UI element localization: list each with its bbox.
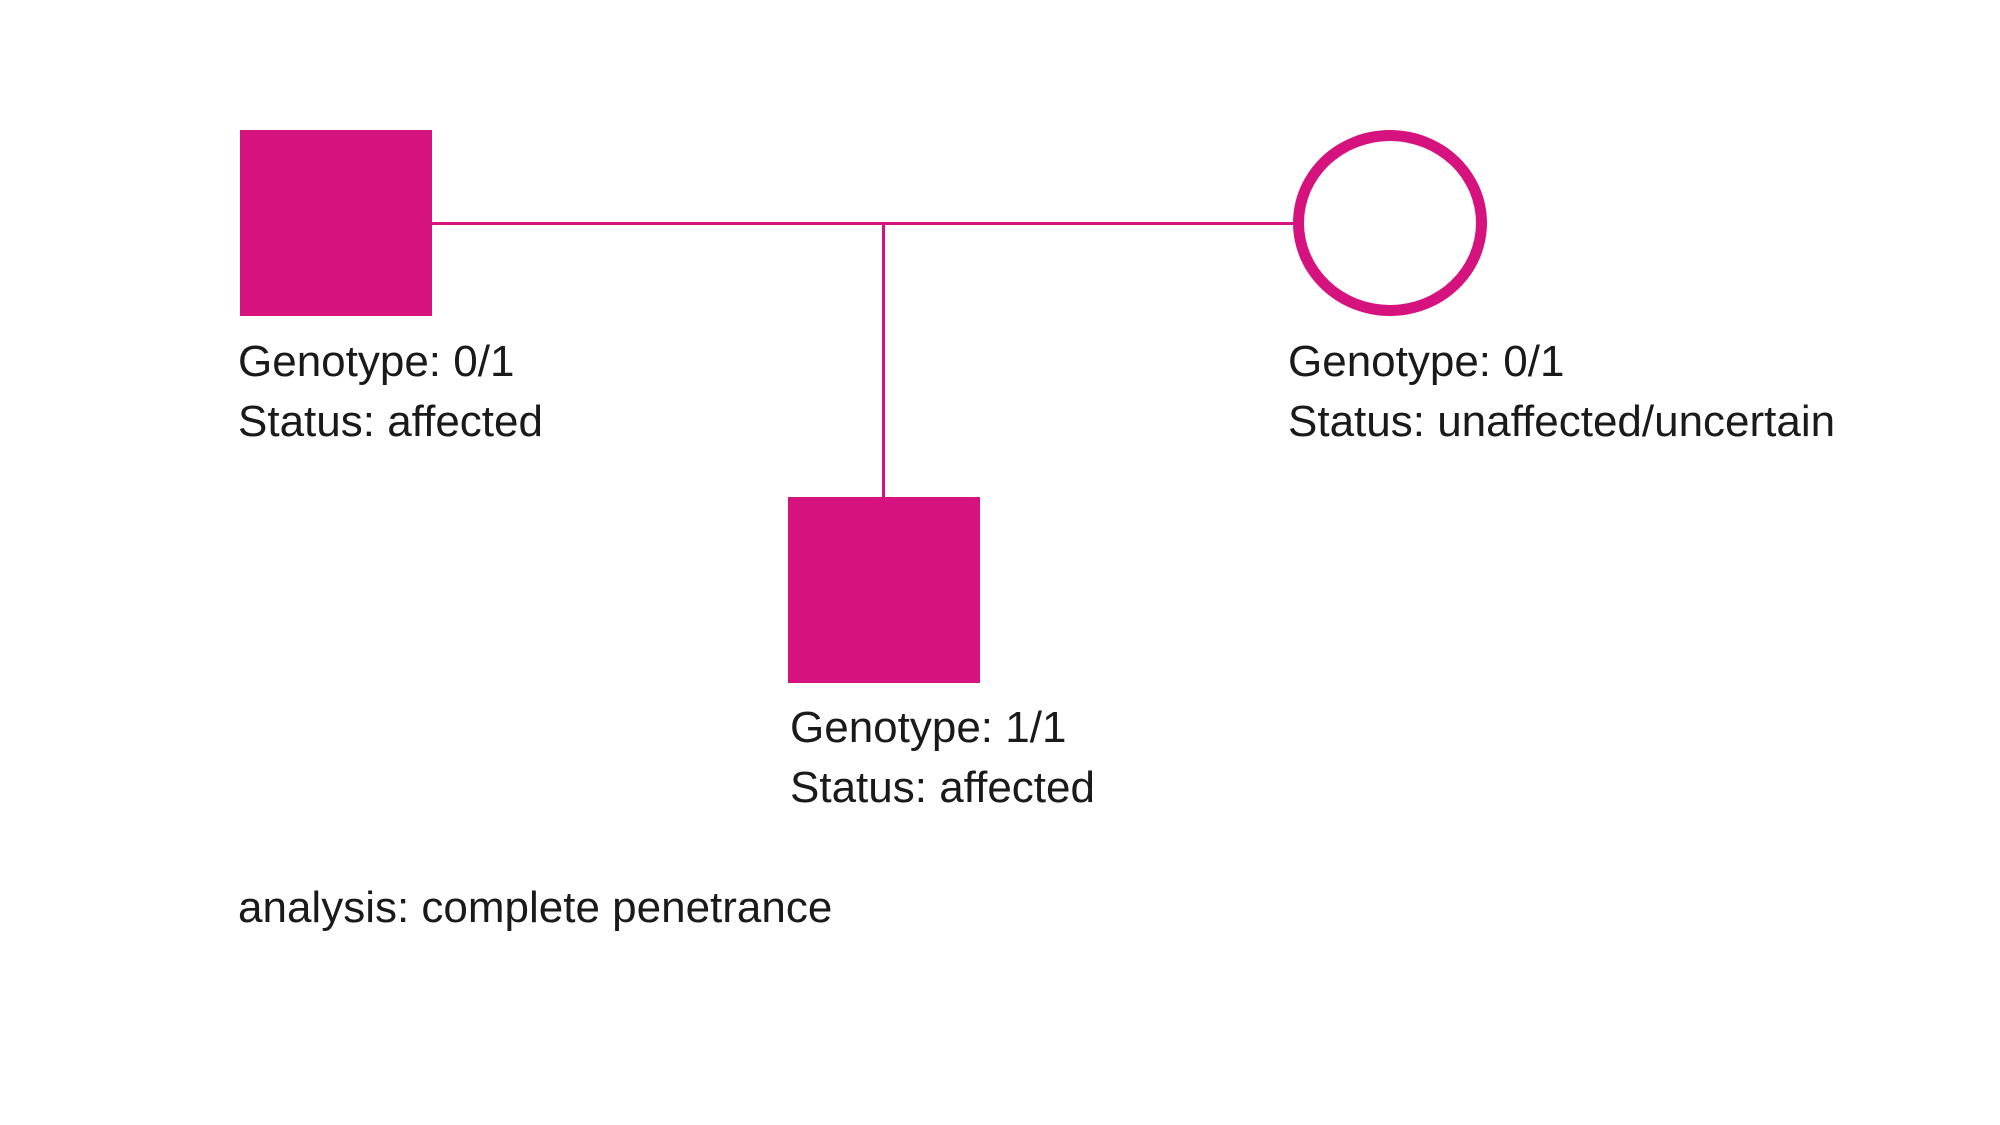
child-affected-square-icon bbox=[788, 497, 980, 683]
father-affected-square-icon bbox=[240, 130, 432, 316]
father-genotype-text: Genotype: 0/1 bbox=[238, 337, 515, 386]
child-status-text: Status: affected bbox=[790, 763, 1095, 812]
mother-status-text: Status: unaffected/uncertain bbox=[1288, 397, 1836, 446]
partnership-line bbox=[432, 222, 1293, 225]
mother-unaffected-circle-icon bbox=[1293, 130, 1487, 316]
mother-genotype-text: Genotype: 0/1 bbox=[1288, 337, 1565, 386]
child-label: Genotype: 1/1 Status: affected bbox=[790, 698, 1095, 818]
descent-line bbox=[882, 223, 885, 498]
father-label: Genotype: 0/1 Status: affected bbox=[238, 332, 543, 452]
analysis-note: analysis: complete penetrance bbox=[238, 883, 833, 932]
mother-label: Genotype: 0/1 Status: unaffected/uncerta… bbox=[1288, 332, 1835, 452]
child-genotype-text: Genotype: 1/1 bbox=[790, 703, 1067, 752]
father-status-text: Status: affected bbox=[238, 397, 543, 446]
